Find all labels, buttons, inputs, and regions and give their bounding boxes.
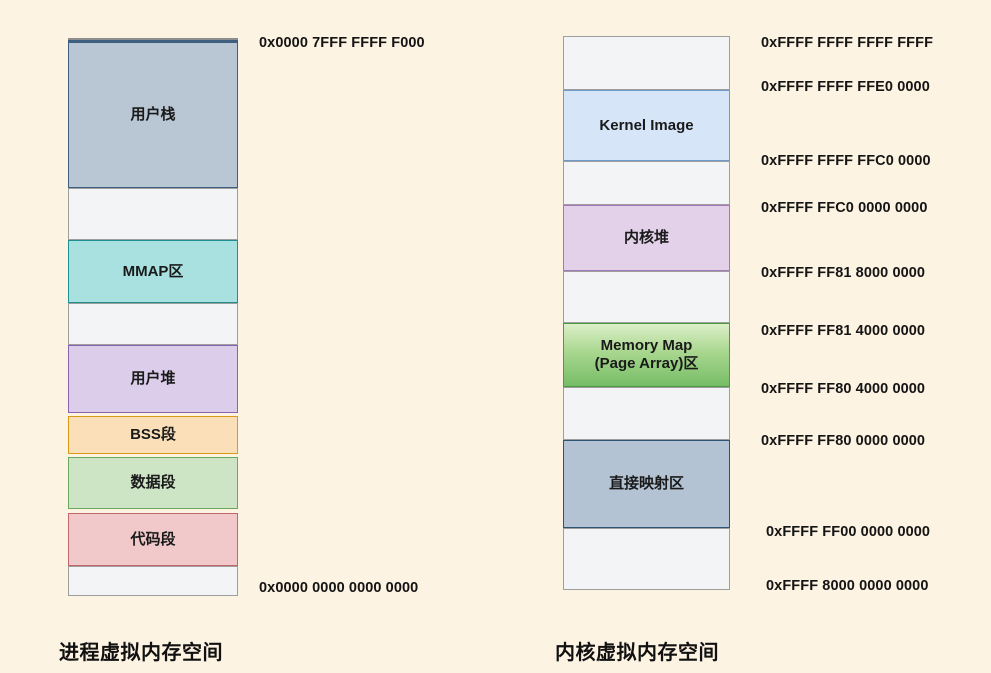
block-bss-segment-label: BSS段 [130, 426, 176, 444]
block-code-segment[interactable]: 代码段 [68, 513, 238, 566]
kernel-address-0: 0xFFFF FFFF FFFF FFFF [761, 35, 934, 51]
block-bss-segment[interactable]: BSS段 [68, 416, 238, 454]
kernel-memory-caption: 内核虚拟内存空间 [555, 642, 719, 664]
kernel-address-1: 0xFFFF FFFF FFE0 0000 [761, 79, 930, 95]
process-top-address: 0x0000 7FFF FFFF F000 [259, 35, 425, 51]
process-memory-caption: 进程虚拟内存空间 [59, 642, 223, 664]
block-gap-2 [68, 303, 238, 345]
user-stack-top-rule [68, 38, 238, 42]
block-memory-map[interactable]: Memory Map (Page Array)区 [563, 323, 730, 387]
process-bottom-address: 0x0000 0000 0000 0000 [259, 580, 419, 596]
block-mmap-label: MMAP区 [122, 262, 184, 280]
block-gap-3 [68, 566, 238, 596]
block-user-heap[interactable]: 用户堆 [68, 345, 238, 413]
block-kernel-image[interactable]: Kernel Image [563, 90, 730, 161]
block-kernel-gap-4 [563, 387, 730, 440]
block-code-segment-label: 代码段 [130, 530, 176, 548]
block-kernel-gap-1 [563, 36, 730, 90]
kernel-address-6: 0xFFFF FF80 4000 0000 [761, 381, 926, 397]
block-direct-mapping-label: 直接映射区 [608, 475, 684, 493]
block-gap-1 [68, 188, 238, 240]
block-kernel-gap-5 [563, 528, 730, 590]
kernel-address-4: 0xFFFF FF81 8000 0000 [761, 265, 926, 281]
block-user-stack-label: 用户栈 [130, 106, 176, 124]
kernel-address-5: 0xFFFF FF81 4000 0000 [761, 323, 926, 339]
block-data-segment[interactable]: 数据段 [68, 457, 238, 509]
block-kernel-gap-3 [563, 271, 730, 323]
kernel-address-3: 0xFFFF FFC0 0000 0000 [761, 200, 928, 216]
kernel-address-8: 0xFFFF FF00 0000 0000 [766, 524, 931, 540]
block-mmap[interactable]: MMAP区 [68, 240, 238, 303]
block-data-segment-label: 数据段 [130, 474, 176, 492]
block-kernel-heap[interactable]: 内核堆 [563, 205, 730, 271]
kernel-address-2: 0xFFFF FFFF FFC0 0000 [761, 153, 931, 169]
kernel-address-7: 0xFFFF FF80 0000 0000 [761, 433, 926, 449]
block-kernel-heap-label: 内核堆 [623, 229, 669, 247]
block-kernel-gap-2 [563, 161, 730, 205]
block-user-stack[interactable]: 用户栈 [68, 42, 238, 188]
block-kernel-image-label: Kernel Image [599, 116, 694, 134]
block-memory-map-label: Memory Map (Page Array)区 [594, 337, 699, 372]
block-user-heap-label: 用户堆 [130, 370, 176, 388]
block-direct-mapping[interactable]: 直接映射区 [563, 440, 730, 528]
kernel-address-9: 0xFFFF 8000 0000 0000 [766, 578, 929, 594]
